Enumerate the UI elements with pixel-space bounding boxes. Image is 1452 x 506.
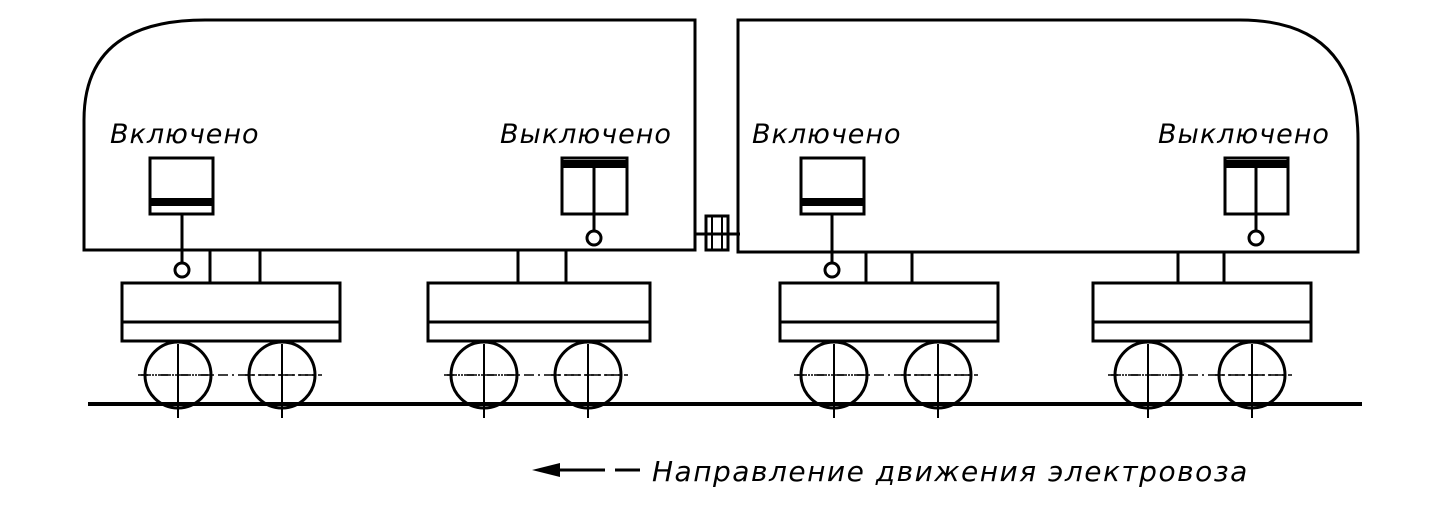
wheel (1111, 340, 1185, 418)
label-car1-on: Включено (110, 119, 260, 150)
coupler (695, 214, 740, 252)
wheel (901, 340, 975, 418)
wheel (245, 340, 319, 418)
switch-off-1 (560, 156, 629, 247)
label-car2-on: Включено (752, 119, 902, 150)
wheels (138, 340, 1292, 418)
direction-arrow-icon (532, 463, 640, 477)
bogie-2 (426, 250, 652, 343)
label-car1-off: Выключено (500, 119, 672, 150)
car-2-body (736, 18, 1360, 254)
car-1-body (82, 18, 697, 252)
wheel (1215, 340, 1289, 418)
car-2 (736, 18, 1360, 343)
switch-off-2 (1223, 156, 1290, 247)
wheel (551, 340, 625, 418)
wheel (797, 340, 871, 418)
bogie-4 (1091, 252, 1313, 343)
label-car2-off: Выключено (1158, 119, 1330, 150)
car-1 (82, 18, 697, 343)
bogie-1 (120, 250, 342, 343)
direction-caption: Направление движения электровоза (652, 455, 1249, 488)
wheel (141, 340, 215, 418)
wheel (447, 340, 521, 418)
bogie-3 (778, 252, 1000, 343)
switch-on-2 (799, 156, 866, 279)
switch-on-1 (148, 156, 215, 279)
